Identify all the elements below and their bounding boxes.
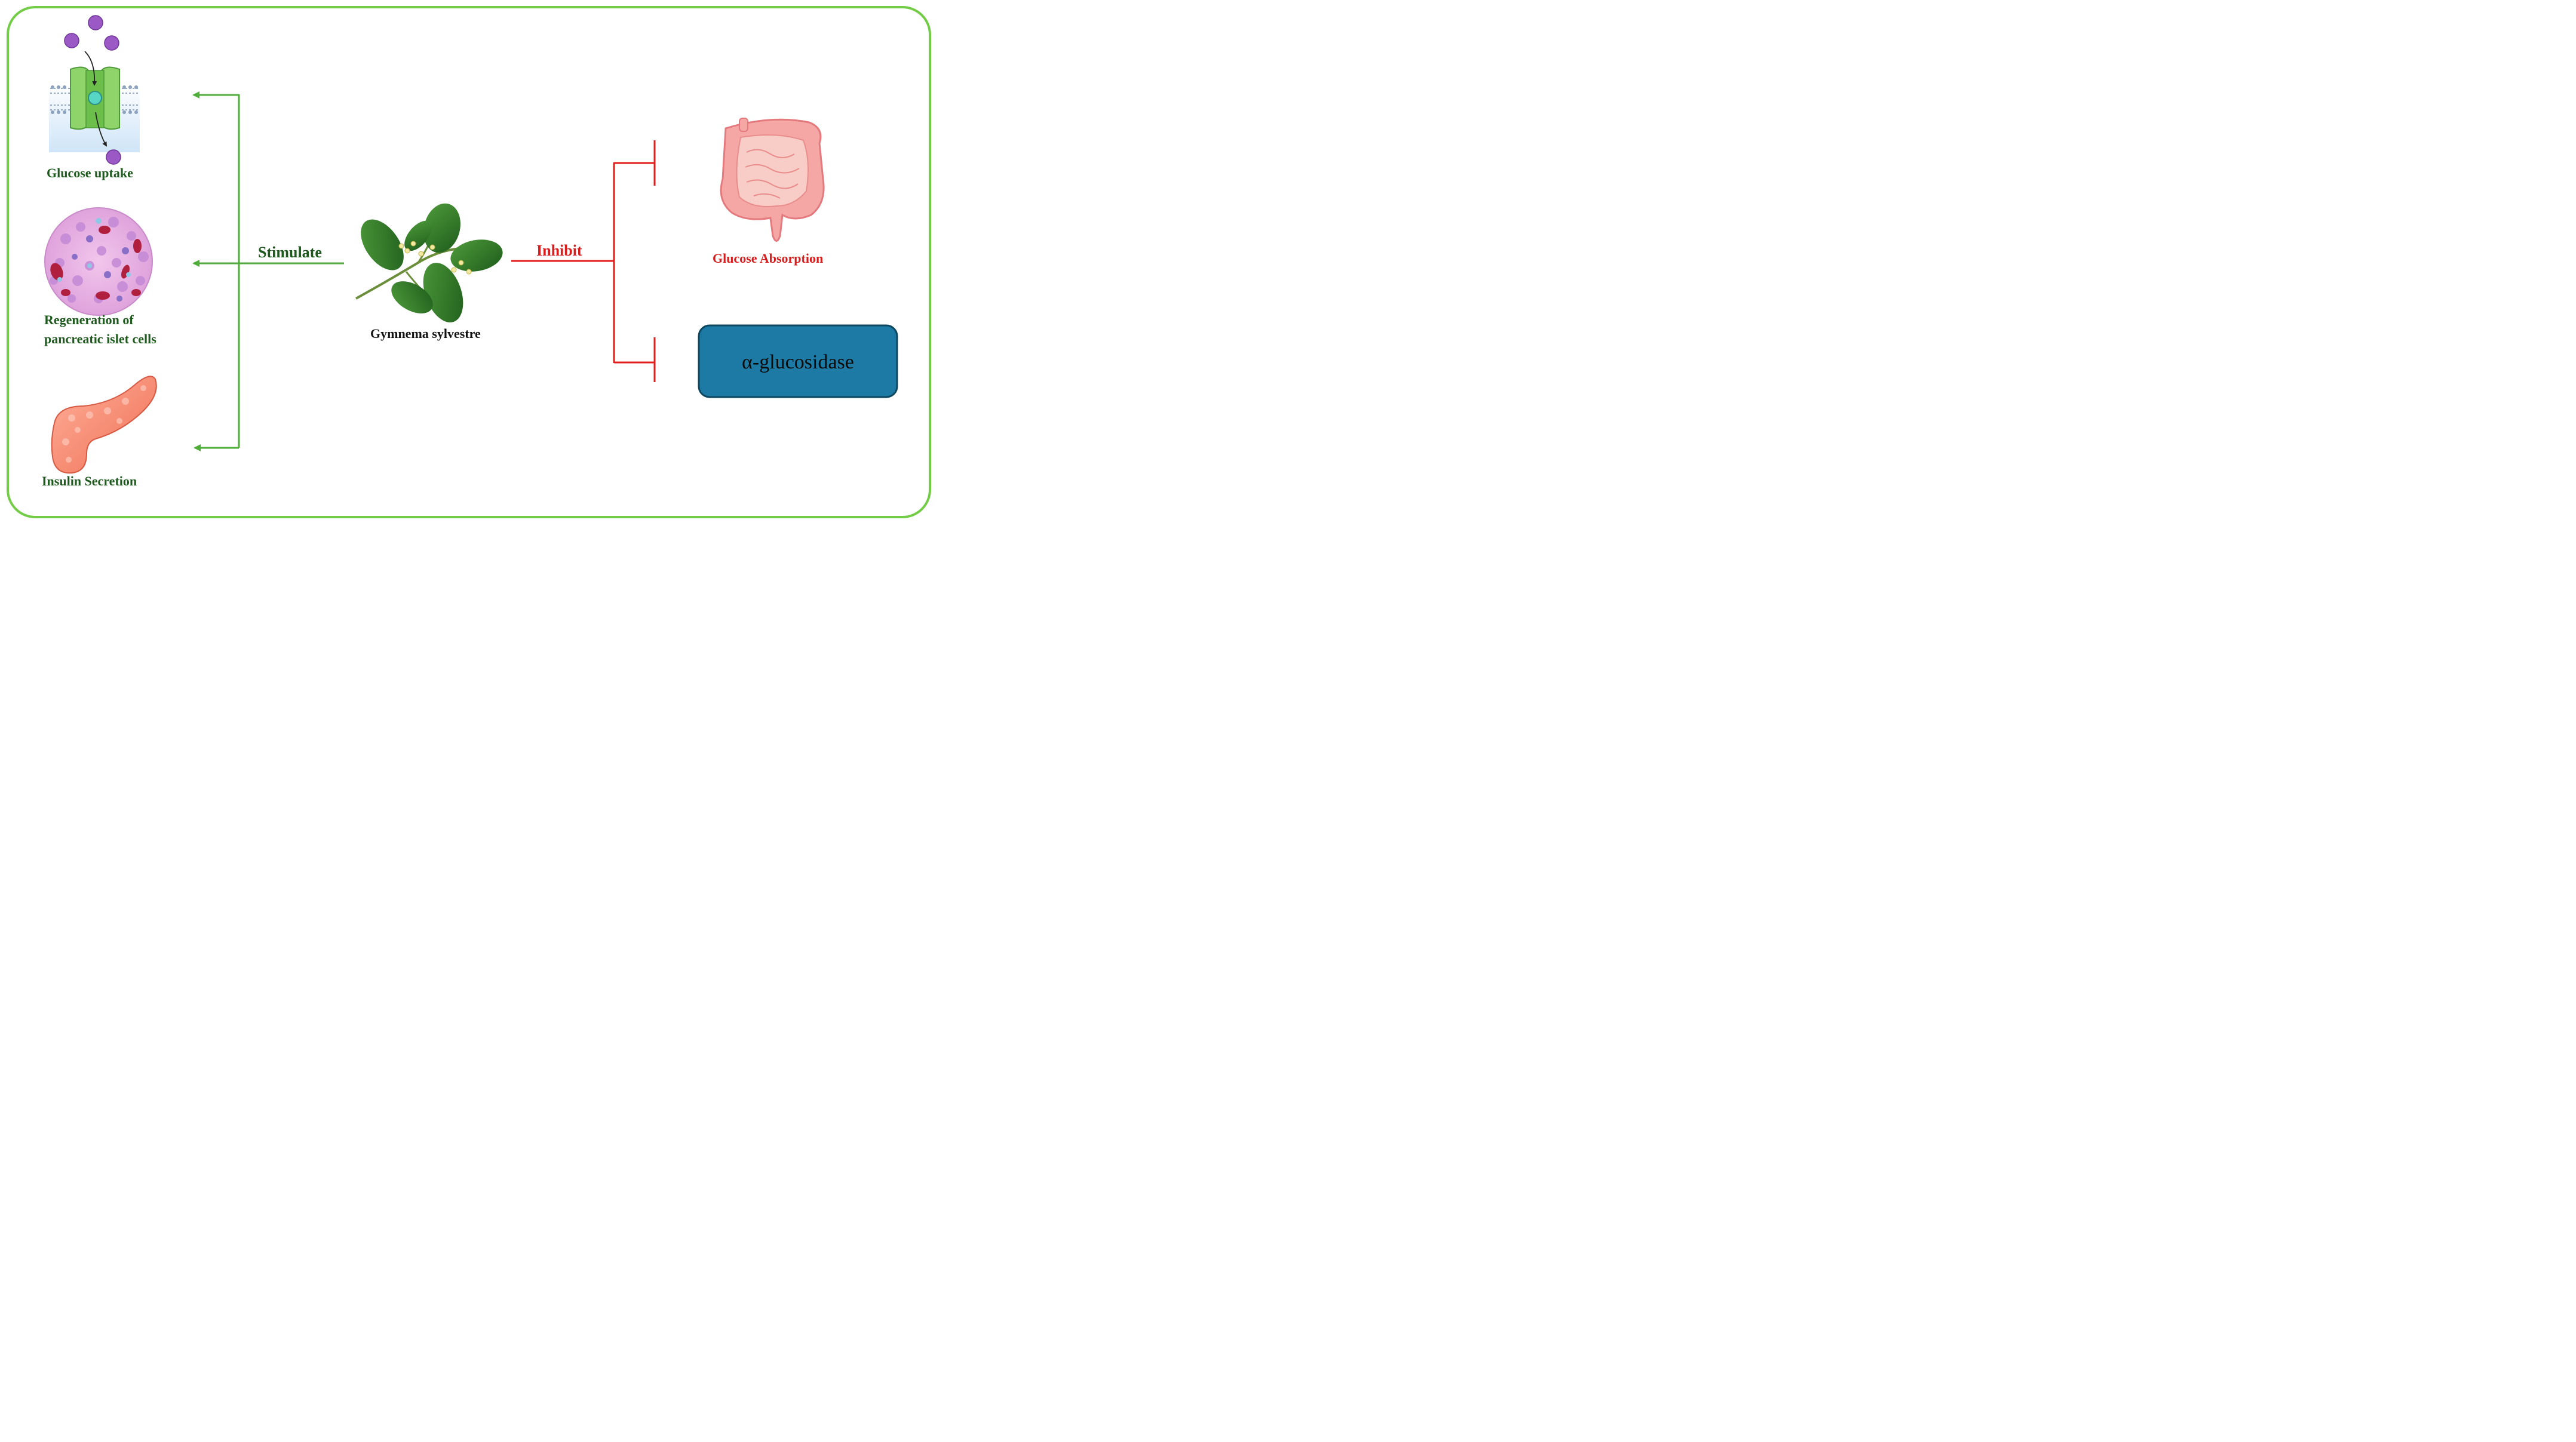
insulin-secretion-label: Insulin Secretion	[42, 474, 137, 488]
plant-name-label: Gymnema sylvestre	[370, 326, 481, 341]
stimulate-label: Stimulate	[258, 244, 322, 261]
inhibit-connector	[511, 140, 656, 382]
glucose-molecule-icon	[64, 15, 121, 165]
plant-icon	[355, 203, 503, 322]
pancreas-icon	[51, 376, 157, 474]
alpha-glucosidase-box: α-glucosidase	[698, 324, 898, 398]
glucose-absorption-label: Glucose Absorption	[713, 251, 823, 266]
islet-cells-icon	[44, 207, 153, 316]
intestine-icon	[720, 118, 825, 242]
regeneration-label-line1: Regeneration of	[44, 312, 134, 327]
stimulate-connector	[192, 91, 344, 451]
glucose-uptake-label: Glucose uptake	[47, 165, 133, 180]
inhibit-label: Inhibit	[536, 242, 582, 259]
glucose-transporter-icon	[49, 51, 140, 152]
alpha-glucosidase-label: α-glucosidase	[742, 351, 854, 373]
regeneration-label-line2: pancreatic islet cells	[44, 331, 156, 346]
diagram-canvas: Glucose uptake Regeneration of pancr	[7, 6, 931, 518]
